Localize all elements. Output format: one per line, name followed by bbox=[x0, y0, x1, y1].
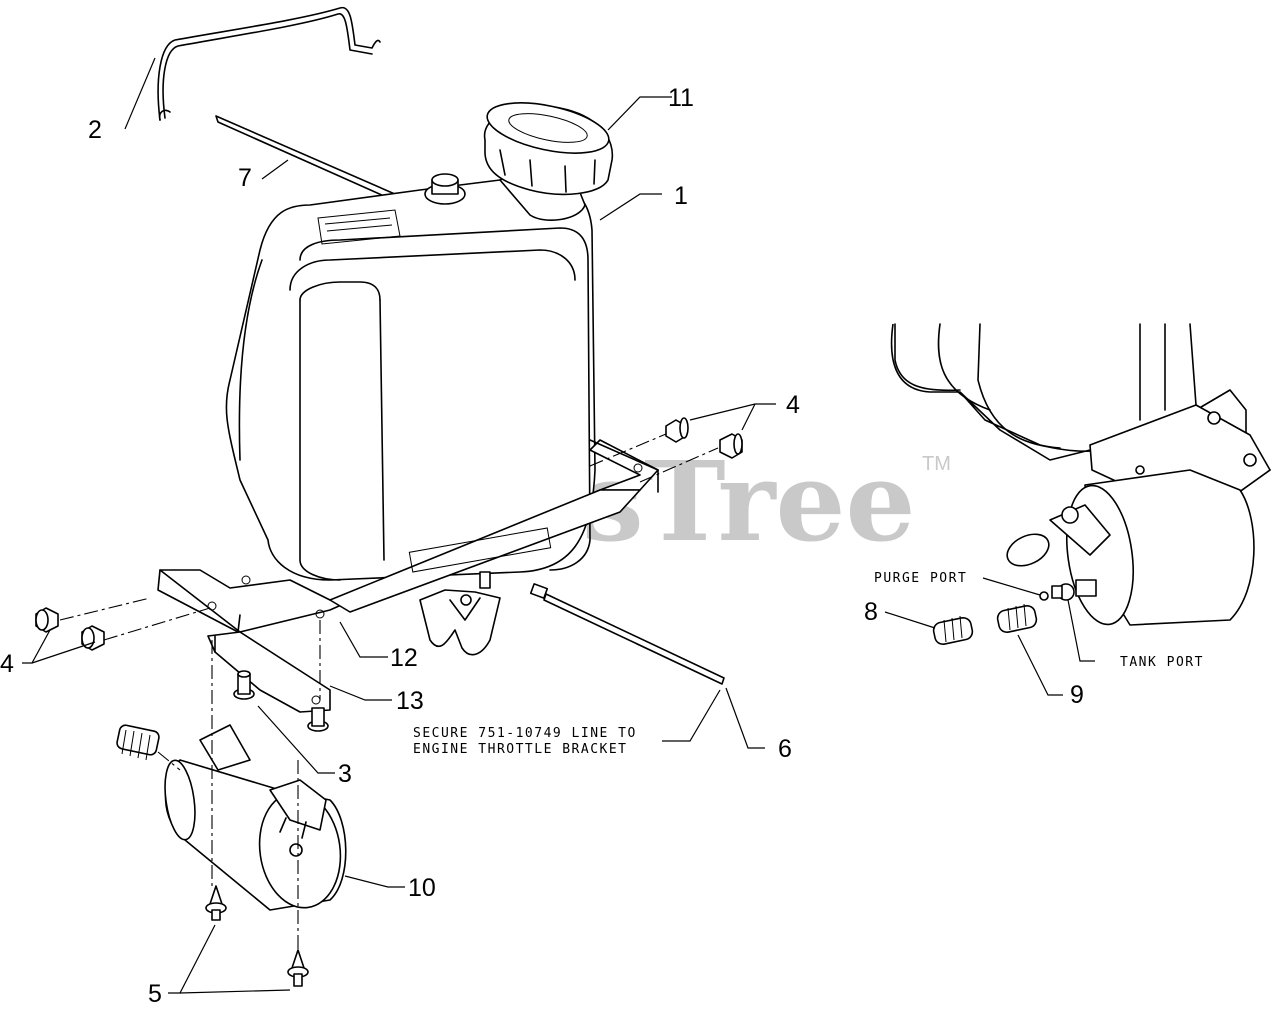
part-push-pins-right bbox=[665, 417, 743, 459]
note-secure-line-1: SECURE 751-10749 LINE TO bbox=[413, 726, 637, 741]
part-fuel-tank bbox=[225, 170, 596, 581]
callout-4-right: 4 bbox=[786, 391, 800, 419]
part-canister-bracket bbox=[207, 631, 331, 713]
callout-8: 8 bbox=[864, 598, 878, 626]
part-small-tie-strap bbox=[529, 583, 725, 685]
part-line-clip bbox=[419, 571, 501, 656]
label-tank-port: TANK PORT bbox=[1120, 655, 1204, 670]
assembly-centerlines bbox=[59, 433, 719, 950]
part-tank-hose bbox=[996, 603, 1038, 634]
leader-lines bbox=[22, 57, 1095, 994]
inset-detail bbox=[890, 323, 1271, 626]
callout-4-left: 4 bbox=[0, 650, 14, 678]
part-push-pins-bottom bbox=[205, 885, 309, 987]
callout-13: 13 bbox=[396, 687, 424, 715]
callout-7: 7 bbox=[238, 164, 252, 192]
label-purge-port: PURGE PORT bbox=[874, 571, 967, 586]
callout-3: 3 bbox=[338, 760, 352, 788]
callout-12: 12 bbox=[390, 644, 418, 672]
callout-10: 10 bbox=[408, 874, 436, 902]
watermark-trademark: TM bbox=[922, 453, 951, 475]
callout-6: 6 bbox=[778, 735, 792, 763]
part-mount-bolts bbox=[233, 670, 329, 732]
callout-9: 9 bbox=[1070, 681, 1084, 709]
part-charcoal-canister bbox=[116, 724, 347, 911]
part-tank-bracket bbox=[157, 439, 659, 633]
part-purge-hose bbox=[932, 615, 974, 646]
note-secure-line-2: ENGINE THROTTLE BRACKET bbox=[413, 742, 628, 757]
part-push-pins-left bbox=[35, 607, 105, 651]
callout-5: 5 bbox=[148, 980, 162, 1008]
part-fuel-line-hook bbox=[157, 6, 381, 121]
part-fuel-cap bbox=[483, 102, 614, 196]
callout-1: 1 bbox=[674, 182, 688, 210]
callout-11: 11 bbox=[668, 84, 694, 112]
callout-2: 2 bbox=[88, 116, 102, 144]
